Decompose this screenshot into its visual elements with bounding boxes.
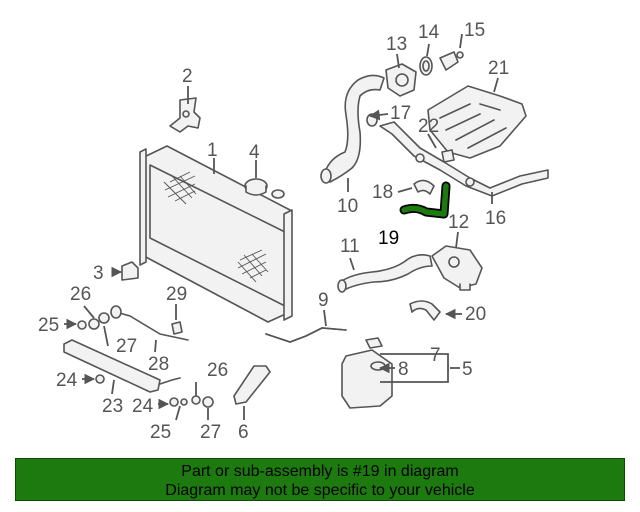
callout-26a: 26 — [70, 284, 91, 305]
callout-9: 9 — [318, 290, 329, 311]
callout-labels: 1 2 3 4 5 6 7 8 9 10 11 12 13 14 15 16 1… — [38, 20, 509, 443]
callout-15: 15 — [464, 20, 485, 41]
callout-5: 5 — [462, 359, 473, 380]
callout-26b: 26 — [207, 360, 228, 381]
callout-3: 3 — [93, 263, 104, 284]
radiator-cap-part — [244, 178, 268, 196]
heat-shield-part — [427, 85, 527, 159]
callout-28: 28 — [148, 354, 169, 375]
overflow-hose-part — [265, 327, 347, 343]
hose-19-highlighted — [399, 181, 451, 219]
callout-1: 1 — [207, 140, 218, 161]
callout-19: 19 — [378, 228, 399, 249]
callout-17: 17 — [390, 103, 411, 124]
radiator-part — [139, 145, 293, 323]
callout-16: 16 — [485, 208, 506, 229]
callout-11: 11 — [340, 236, 360, 257]
clip-29-part — [171, 321, 183, 335]
lower-hose-part — [337, 254, 433, 293]
callout-27a: 27 — [116, 336, 137, 357]
callout-2: 2 — [182, 66, 193, 87]
temp-sensor-part — [439, 51, 464, 71]
callout-27b: 27 — [200, 422, 221, 443]
callout-8: 8 — [398, 359, 409, 380]
bracket-part — [169, 97, 201, 133]
parts-diagram: 1 2 3 4 5 6 7 8 9 10 11 12 13 14 15 16 1… — [38, 20, 549, 443]
callout-12: 12 — [448, 212, 469, 233]
banner-line-1: Part or sub-assembly is #19 in diagram — [181, 463, 459, 480]
callout-24a: 24 — [56, 370, 78, 391]
callout-24b: 24 — [132, 396, 154, 417]
gasket-part — [419, 56, 433, 76]
leader-lines — [64, 33, 499, 421]
side-tank-part — [63, 339, 181, 393]
bolt-part — [441, 149, 455, 163]
callout-10: 10 — [337, 196, 358, 217]
washer-right-part — [169, 395, 214, 408]
callout-23: 23 — [102, 396, 123, 417]
callout-25b: 25 — [150, 422, 171, 443]
callout-4: 4 — [249, 142, 260, 163]
banner-line-2: Diagram may not be specific to your vehi… — [165, 482, 475, 499]
callout-29: 29 — [166, 284, 187, 305]
water-outlet-part — [431, 245, 483, 291]
callout-25a: 25 — [38, 315, 59, 336]
hose-20-part — [409, 300, 441, 321]
callout-22: 22 — [418, 116, 439, 137]
callout-6: 6 — [238, 422, 249, 443]
callout-7: 7 — [430, 345, 441, 366]
callout-21: 21 — [488, 58, 509, 79]
thermostat-housing-part — [385, 63, 417, 97]
small-hose-part — [413, 179, 435, 195]
callout-13: 13 — [386, 34, 407, 55]
info-banner: Part or sub-assembly is #19 in diagram D… — [15, 458, 625, 501]
callout-18: 18 — [372, 182, 393, 203]
washer-24-left-part — [95, 374, 105, 384]
callout-14: 14 — [418, 22, 440, 43]
bracket-6-part — [233, 365, 271, 405]
upper-hose-part — [320, 74, 385, 184]
washer-left-part — [77, 312, 110, 330]
clip-3-part — [121, 261, 139, 281]
drain-tube-part — [110, 305, 189, 341]
reservoir-tank-part — [341, 337, 393, 409]
callout-20: 20 — [465, 304, 486, 325]
